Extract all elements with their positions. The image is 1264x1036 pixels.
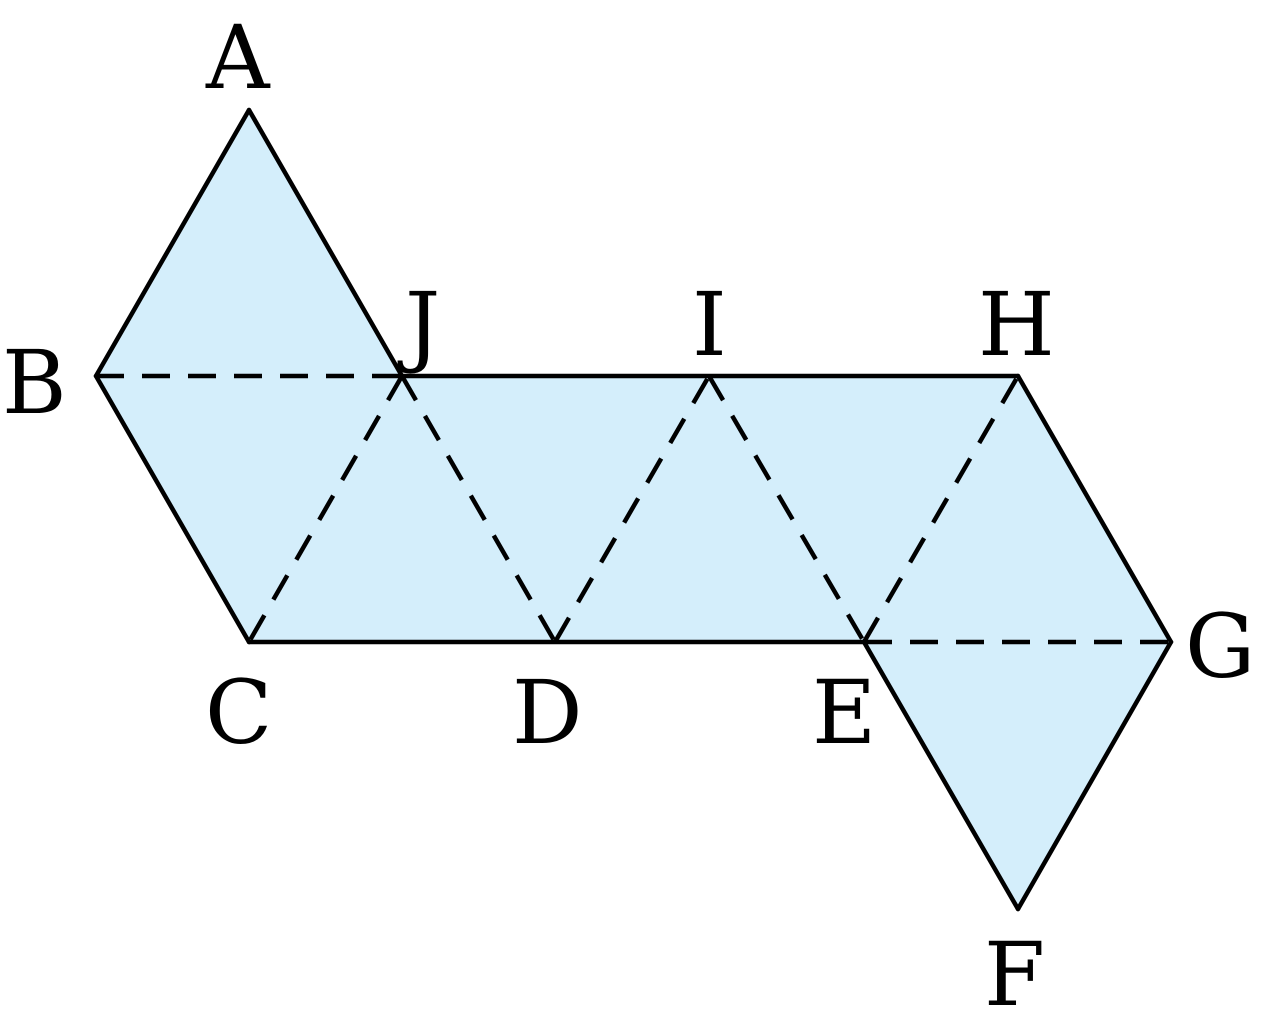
label-A: A	[205, 6, 271, 109]
label-G: G	[1185, 595, 1255, 698]
label-E: E	[812, 661, 876, 764]
dashed-edge-IE	[707, 374, 866, 644]
dashed-edge-JD	[400, 374, 557, 644]
solid-edge-HG	[1015, 373, 1174, 645]
label-F: F	[984, 923, 1045, 1026]
label-J: J	[397, 273, 440, 376]
solid-edge-AB	[93, 107, 252, 379]
label-B: B	[2, 331, 67, 434]
dashed-edge-EH	[862, 374, 1020, 644]
dashed-edge-DI	[553, 374, 711, 644]
label-I: I	[692, 273, 727, 376]
solid-edge-FE	[861, 639, 1021, 912]
dashed-edge-JC	[247, 374, 404, 644]
solid-edge-BC	[93, 373, 252, 645]
label-D: D	[512, 661, 583, 764]
solid-edge-GF	[1015, 639, 1174, 912]
label-C: C	[205, 661, 272, 764]
vertex-labels: A B J I H C D E G F	[2, 6, 1255, 1026]
label-H: H	[978, 273, 1055, 376]
solid-edge-AJ	[246, 107, 405, 379]
